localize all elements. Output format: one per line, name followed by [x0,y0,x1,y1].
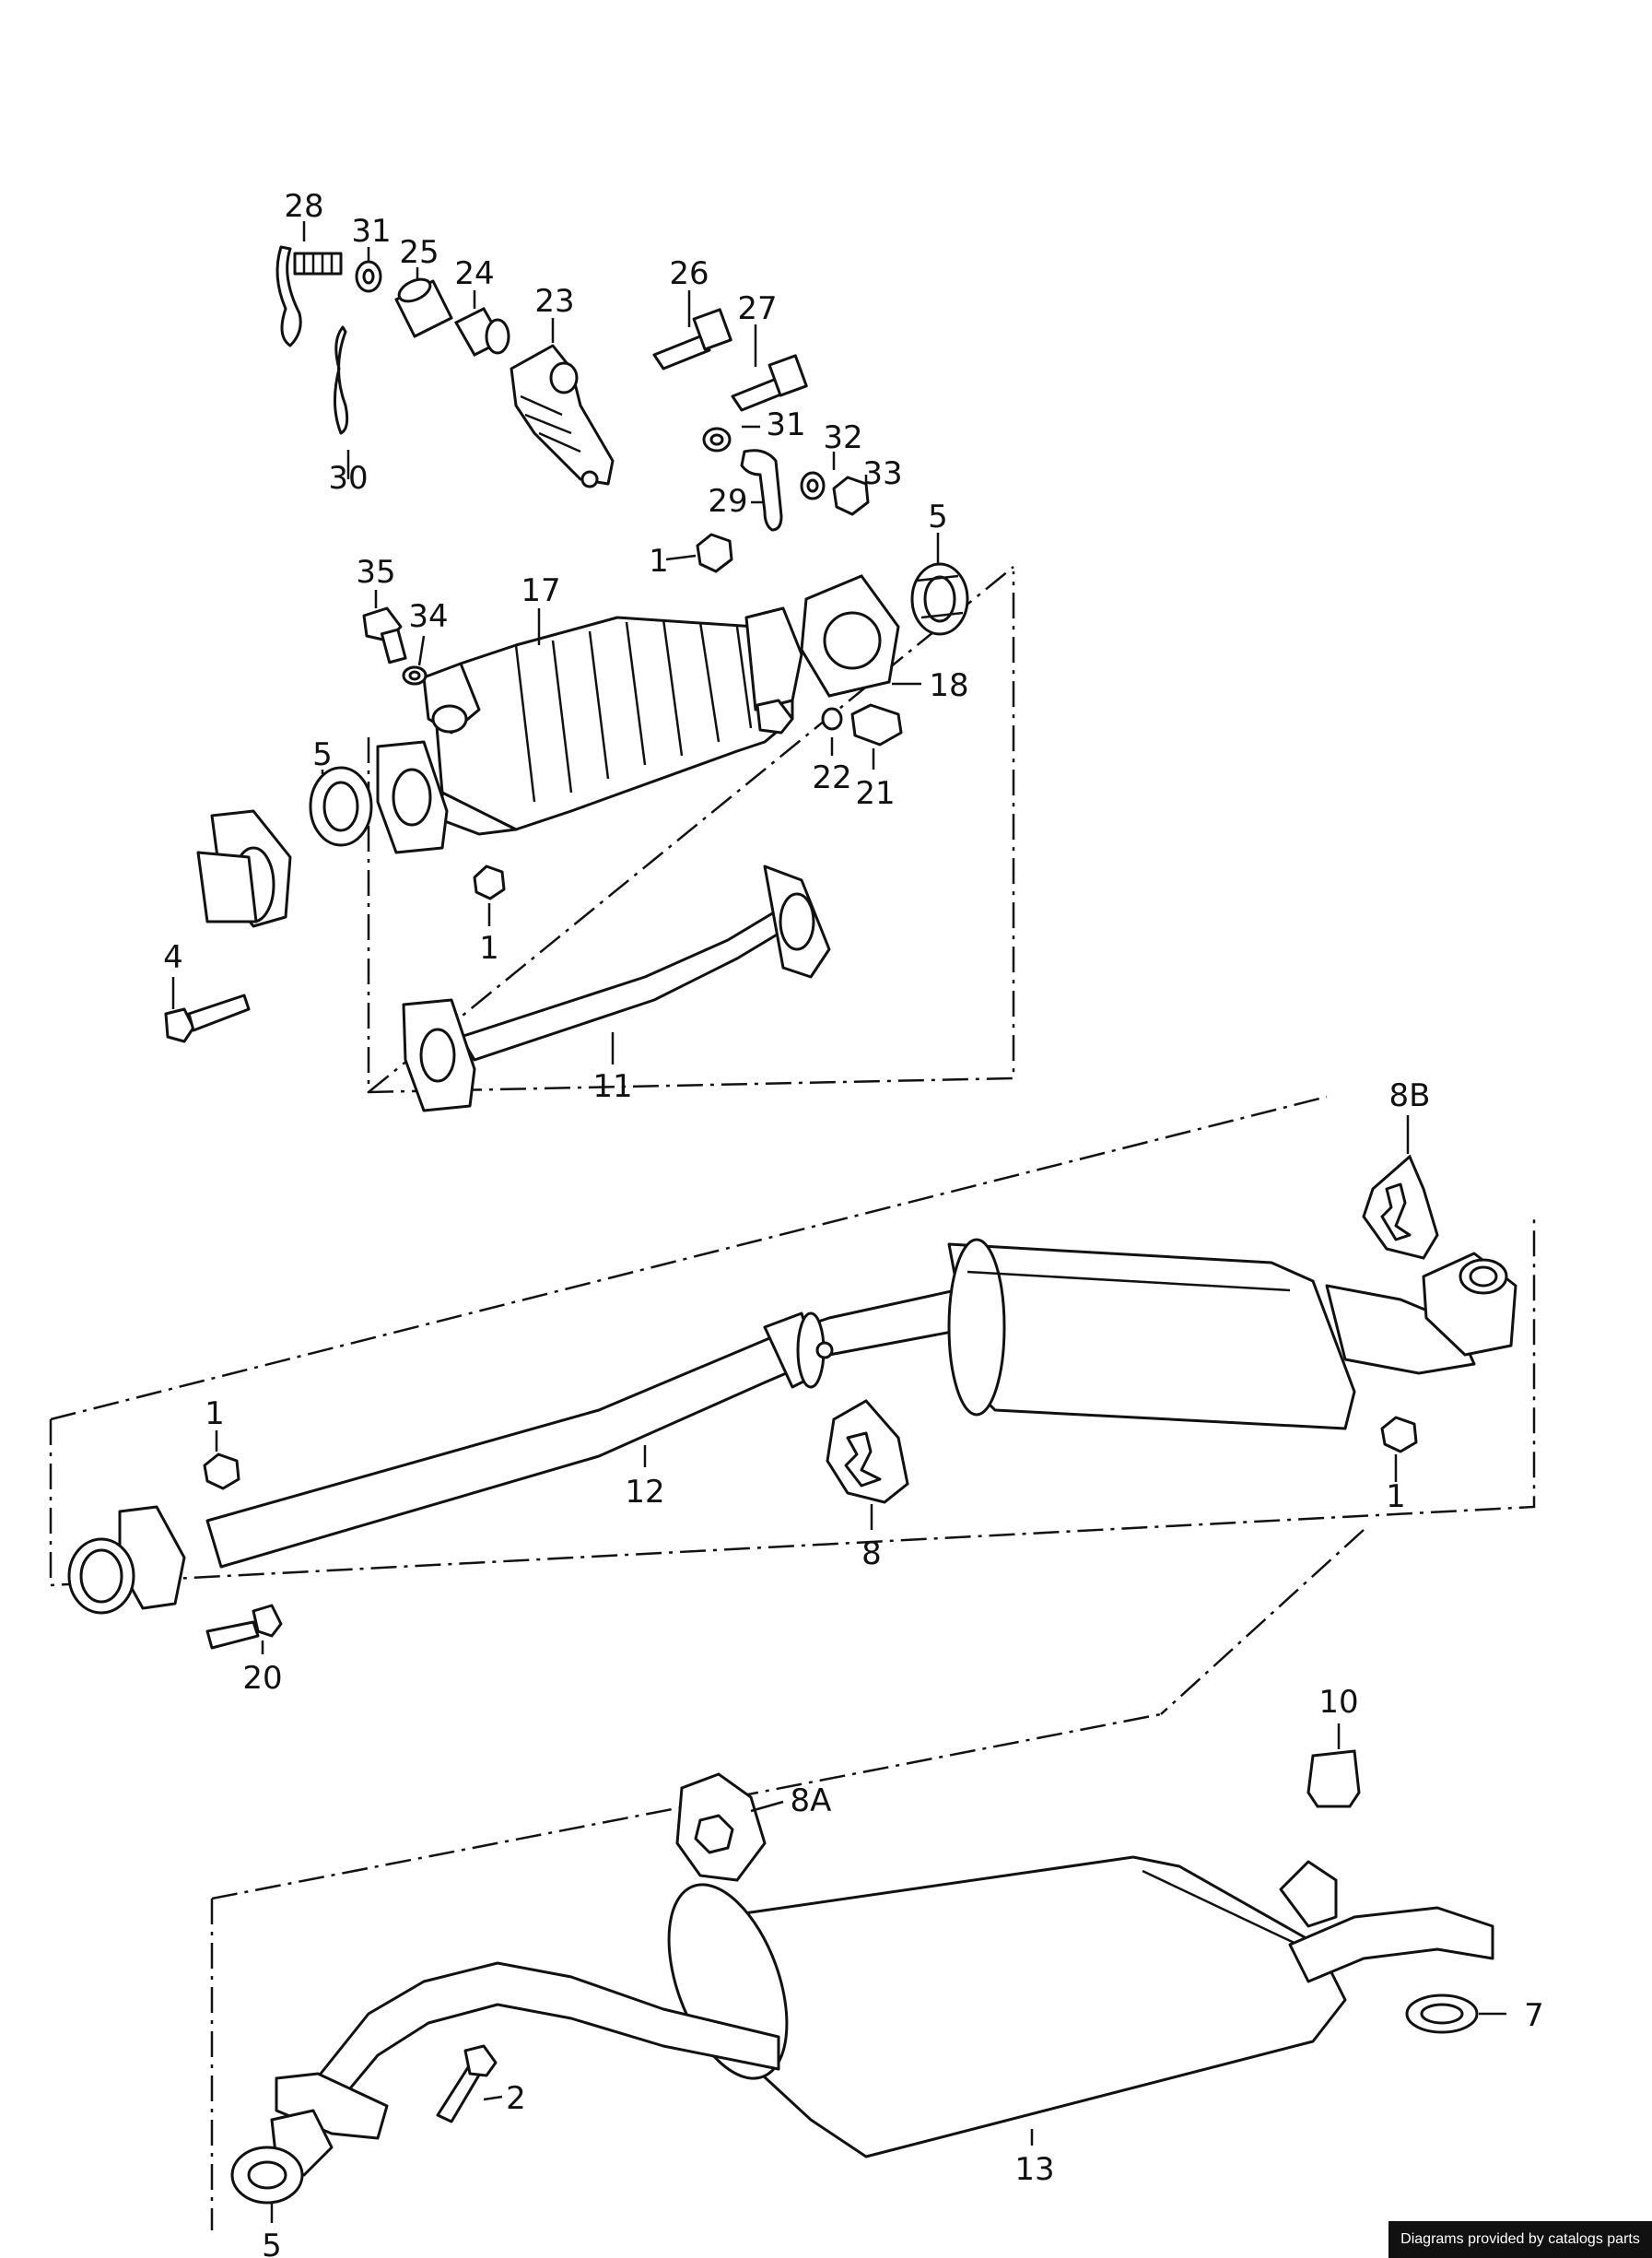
bolt-4 [164,994,251,1043]
flange-17-front [376,740,449,854]
label-8a: 8A [791,1782,832,1819]
washer-32 [800,471,826,500]
bushing-24 [453,307,510,357]
label-11: 11 [592,1068,632,1105]
label-20: 20 [242,1660,282,1697]
flange-17-rear [744,606,803,712]
label-30: 30 [328,460,368,497]
label-7: 7 [1524,1997,1544,2034]
nut-33 [832,476,870,516]
label-22: 22 [812,759,851,796]
assembly-outline-middle [49,1095,1536,1587]
rear-inlet-flange [270,2072,389,2177]
leader-lines [171,221,1506,2223]
label-31-top: 31 [351,213,391,250]
seal-ring-5-left [309,766,373,847]
label-35: 35 [356,554,395,591]
hanger-rubber-8b [1362,1154,1439,1260]
outlet-flange-mid [1422,1252,1517,1357]
hanger-rubber-8 [826,1399,909,1504]
assembly-outline-lower [210,1529,1365,2230]
label-5-bottom: 5 [262,2228,282,2258]
label-18: 18 [929,667,968,704]
intermediate-pipe-11 [402,864,831,1112]
label-12: 12 [625,1474,664,1511]
callout-labels: 28 31 25 24 23 26 27 31 32 33 29 30 1 5 … [163,188,1544,2258]
label-24: 24 [454,255,494,292]
rear-inlet-pipe [311,1961,780,2112]
stud-29 [740,449,783,532]
bolt-28 [293,252,343,276]
label-5-top: 5 [928,499,948,535]
label-8: 8 [861,1535,882,1572]
credit-badge: Diagrams provided by catalogs parts [1388,2221,1652,2258]
label-28: 28 [284,188,323,225]
label-10: 10 [1318,1684,1358,1721]
bolt-stud-22 [756,699,843,735]
label-5-left: 5 [312,736,333,773]
sleeve-25 [394,277,453,338]
nut-1-left [203,1452,240,1490]
rubber-buffer-10 [1306,1749,1361,1808]
label-29: 29 [708,483,747,520]
inlet-flange-mid [67,1505,186,1615]
label-17: 17 [521,572,560,609]
front-pipe-flange [196,809,292,928]
front-muffler [947,1238,1356,1430]
label-34: 34 [408,598,448,635]
label-1-right: 1 [1386,1478,1406,1515]
nut-1-mid [473,864,506,900]
washer-31-mid [702,427,732,453]
bracket-23 [510,344,615,488]
hanger-rubber-8a [675,1772,767,1882]
bolt-20 [205,1604,283,1650]
nut-1-right [1380,1416,1418,1453]
bolt-35 [362,606,407,664]
bolt-27 [731,354,808,412]
seal-ring-5-bottom [230,2146,304,2205]
loop-strap-30 [333,325,349,435]
tail-gasket-7 [1405,1993,1479,2034]
washer-34 [402,665,428,686]
nut-1-top [696,533,733,573]
label-31-mid: 31 [766,406,805,443]
bolt-26 [652,308,732,370]
label-26: 26 [669,255,709,292]
label-32: 32 [823,419,862,456]
label-8b: 8B [1389,1077,1431,1114]
clamp-joint [763,1311,834,1389]
nut-21 [850,703,903,747]
seal-ring-5-top [910,562,969,636]
label-1-mid: 1 [479,930,499,967]
washer-31-top [355,260,382,293]
front-muffler-outlet [1325,1284,1476,1375]
assembly-outline-upper [367,566,1015,1094]
label-25: 25 [399,234,439,271]
label-33: 33 [862,455,902,492]
label-13: 13 [1014,2151,1054,2188]
rear-muffler-13 [667,1855,1347,2158]
label-2: 2 [506,2080,526,2117]
label-21: 21 [855,775,895,812]
bolt-2 [436,2044,498,2123]
label-27: 27 [737,290,777,327]
hanger-strap [275,245,302,347]
label-1-top: 1 [649,543,669,580]
label-4: 4 [163,939,183,976]
label-1-left: 1 [205,1395,225,1432]
label-23: 23 [534,283,574,320]
tail-pipe [1279,1860,1494,1983]
gasket-18 [800,574,900,698]
catalytic-converter-17 [422,616,794,836]
